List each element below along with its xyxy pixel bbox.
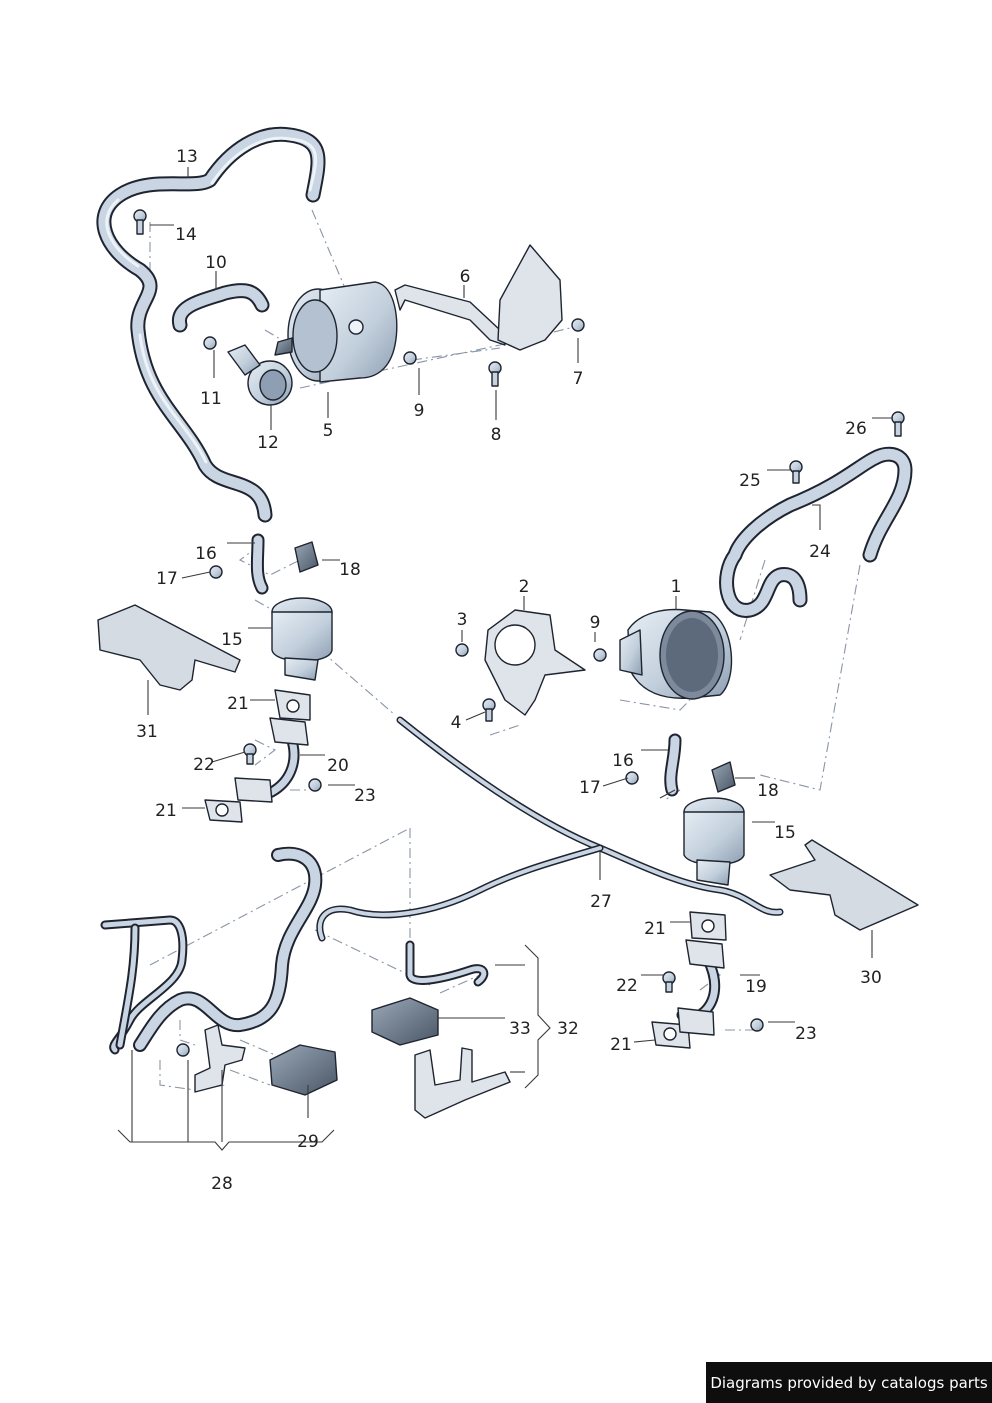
callout-9a: 9: [414, 401, 425, 421]
callout-14: 14: [175, 225, 197, 245]
callout-9b: 9: [590, 613, 601, 633]
callout-22b: 22: [616, 976, 638, 996]
callout-12: 12: [257, 433, 279, 453]
callout-23b: 23: [795, 1024, 817, 1044]
callout-31: 31: [136, 722, 158, 742]
secondary-air-pump-lower: [619, 608, 733, 700]
callout-28: 28: [211, 1174, 233, 1194]
callout-15a: 15: [221, 630, 243, 650]
leader-lines: [117, 167, 893, 1151]
components: [97, 209, 919, 1119]
callout-26: 26: [845, 419, 867, 439]
callout-6: 6: [460, 267, 471, 287]
callout-32: 32: [557, 1019, 579, 1039]
bolts: [133, 209, 905, 1057]
combination-valve-left: [271, 597, 333, 681]
callout-21d: 21: [610, 1035, 632, 1055]
callout-29: 29: [297, 1132, 319, 1152]
callout-20: 20: [327, 756, 349, 776]
callout-numbers: 1 2 3 4 5 6 7 8 9 9 10 11 12 13 14 15 15…: [136, 147, 882, 1194]
callout-4: 4: [451, 713, 462, 733]
callout-21a: 21: [227, 694, 249, 714]
combination-valve-right: [683, 797, 745, 886]
callout-7: 7: [573, 369, 584, 389]
callout-24: 24: [809, 542, 831, 562]
callout-13: 13: [176, 147, 198, 167]
callout-33: 33: [509, 1019, 531, 1039]
callout-8: 8: [491, 425, 502, 445]
footer-credit: Diagrams provided by catalogs parts: [706, 1362, 992, 1403]
callout-22a: 22: [193, 755, 215, 775]
hoses: [96, 126, 913, 1055]
callout-16b: 16: [612, 751, 634, 771]
callout-15b: 15: [774, 823, 796, 843]
callout-17b: 17: [579, 778, 601, 798]
callout-1: 1: [671, 577, 682, 597]
callout-23a: 23: [354, 786, 376, 806]
callout-30: 30: [860, 968, 882, 988]
callout-21c: 21: [644, 919, 666, 939]
callout-16a: 16: [195, 544, 217, 564]
callout-3: 3: [457, 610, 468, 630]
callout-21b: 21: [155, 801, 177, 821]
callout-19: 19: [745, 977, 767, 997]
callout-18b: 18: [757, 781, 779, 801]
callout-2: 2: [519, 577, 530, 597]
callout-25: 25: [739, 471, 761, 491]
secondary-air-pump-upper: [274, 281, 398, 383]
callout-18a: 18: [339, 560, 361, 580]
callout-11: 11: [200, 389, 222, 409]
callout-27: 27: [590, 892, 612, 912]
callout-5: 5: [323, 421, 334, 441]
callout-10: 10: [205, 253, 227, 273]
callout-17a: 17: [156, 569, 178, 589]
